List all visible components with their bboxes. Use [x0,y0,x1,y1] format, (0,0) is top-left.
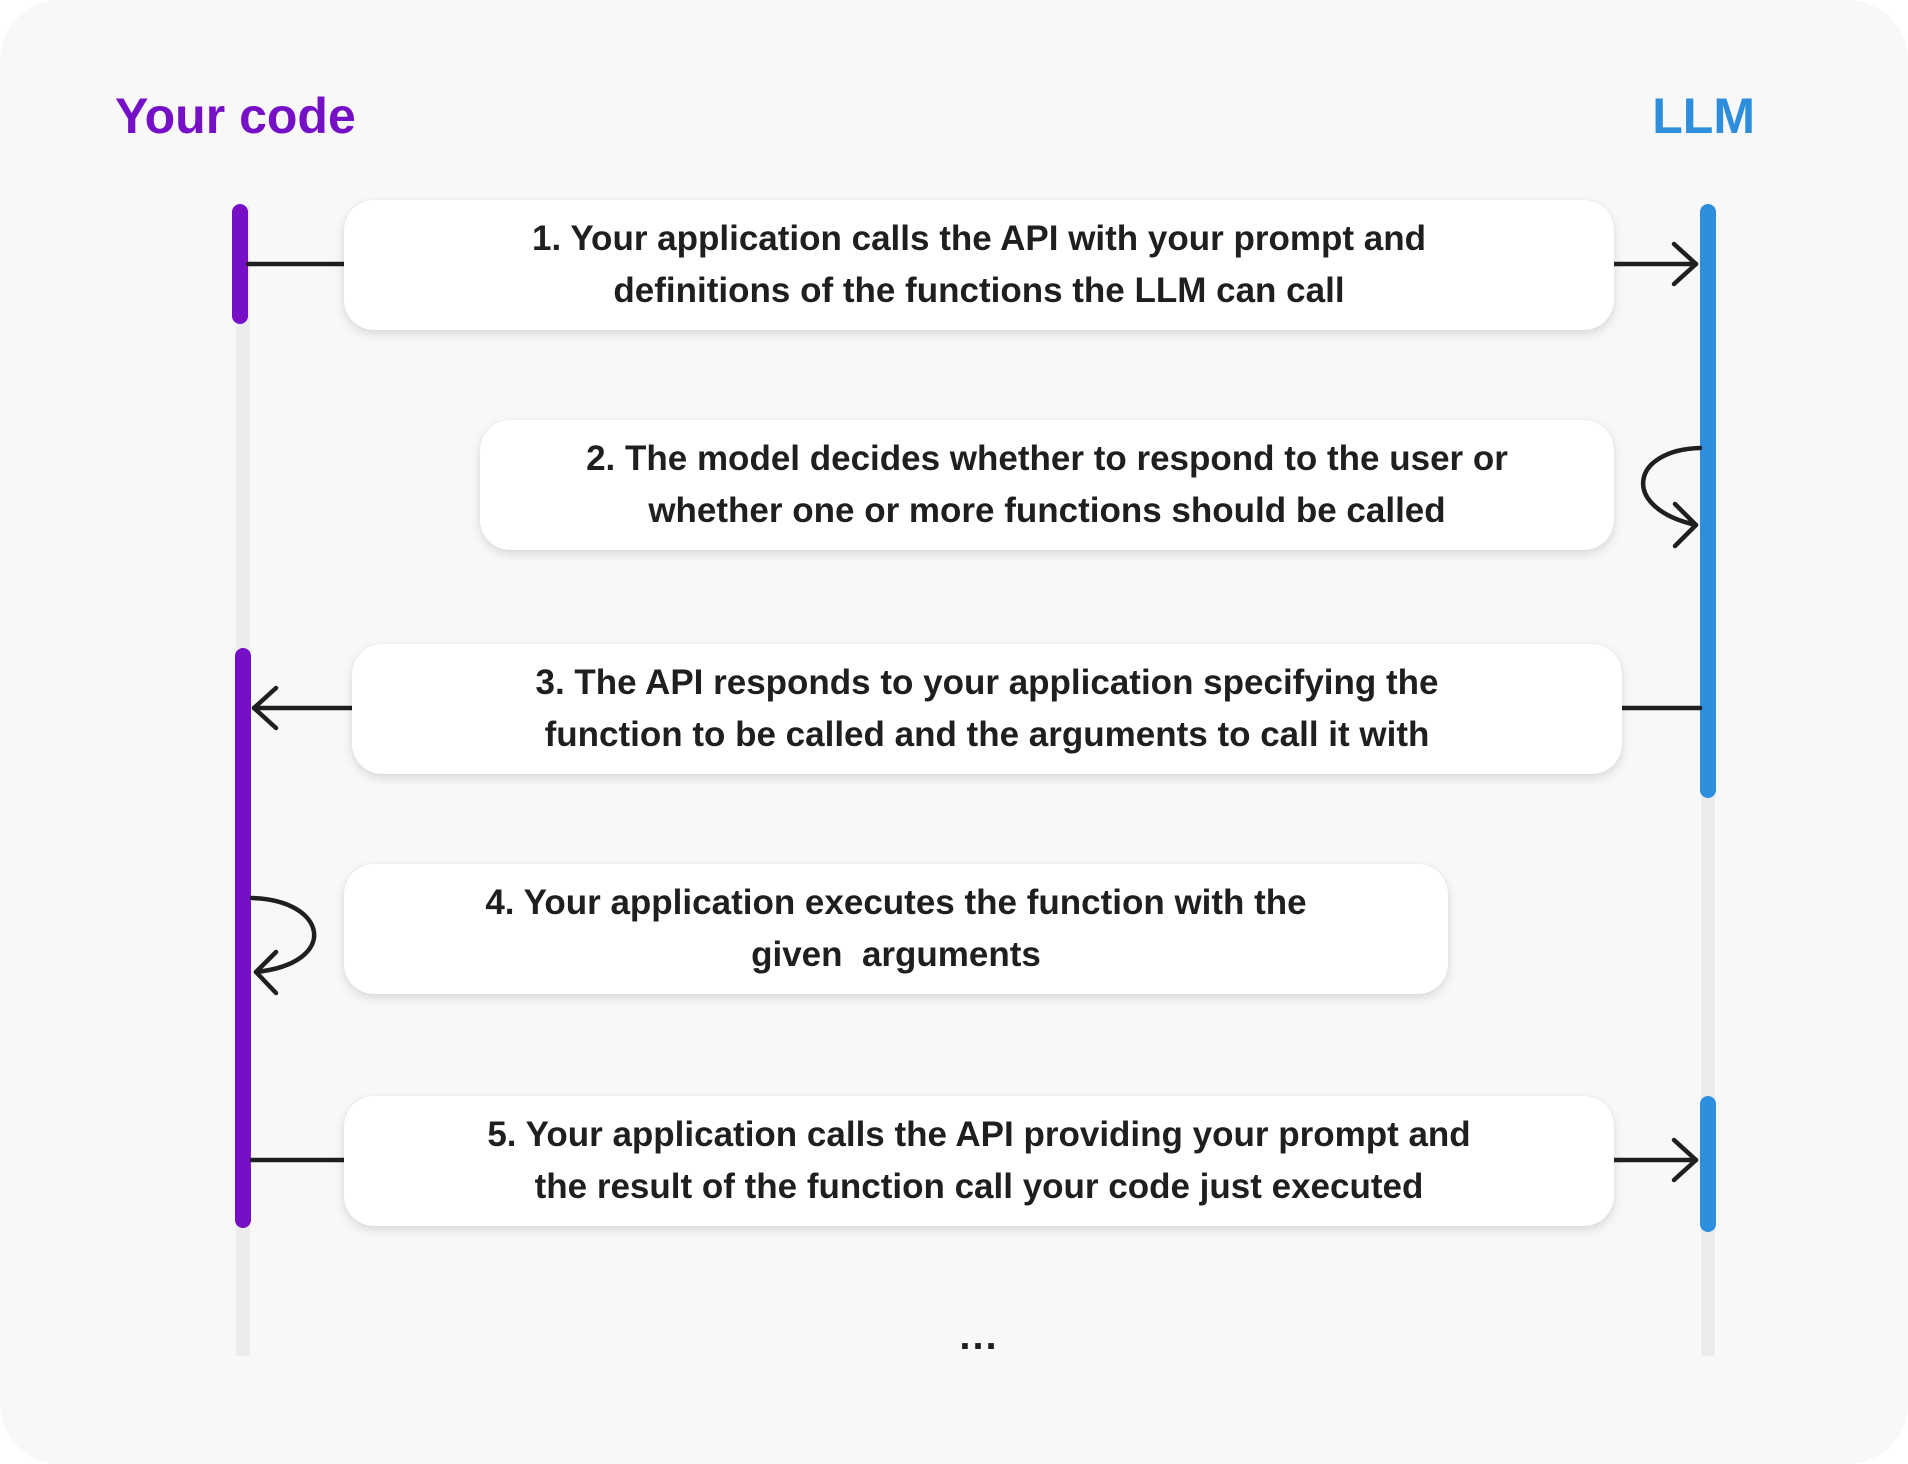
activation-your-code-1 [232,204,248,324]
step-3-text: 3. The API responds to your application … [535,663,1439,754]
activation-llm-1 [1700,204,1716,798]
step-2-text: 2. The model decides whether to respond … [586,439,1508,530]
step-4-self-loop-arrow [249,895,317,975]
step-4-arrowhead [253,949,279,996]
step-1-arrowhead [1671,241,1699,287]
step-3-arrowhead [251,685,279,731]
step-3-message-box: 3. The API responds to your application … [352,644,1622,774]
step-5-arrowhead [1671,1137,1699,1183]
actor-llm-label: LLM [1652,88,1755,144]
step-1-text: 1. Your application calls the API with y… [532,219,1426,310]
step-4-message-box: 4. Your application executes the functio… [344,864,1448,994]
step-5-text: 5. Your application calls the API provid… [487,1115,1471,1206]
step-2-arrowhead [1672,501,1699,549]
actor-your-code-label: Your code [115,88,356,144]
step-4-text: 4. Your application executes the functio… [485,883,1307,974]
step-5-message-box: 5. Your application calls the API provid… [344,1096,1614,1226]
activation-your-code-2 [235,648,251,1228]
step-2-message-box: 2. The model decides whether to respond … [480,420,1614,550]
step-2-self-loop-arrow [1640,445,1703,528]
continuation-ellipsis: ... [959,1314,999,1358]
step-1-message-box: 1. Your application calls the API with y… [344,200,1614,330]
activation-llm-2 [1700,1096,1716,1232]
